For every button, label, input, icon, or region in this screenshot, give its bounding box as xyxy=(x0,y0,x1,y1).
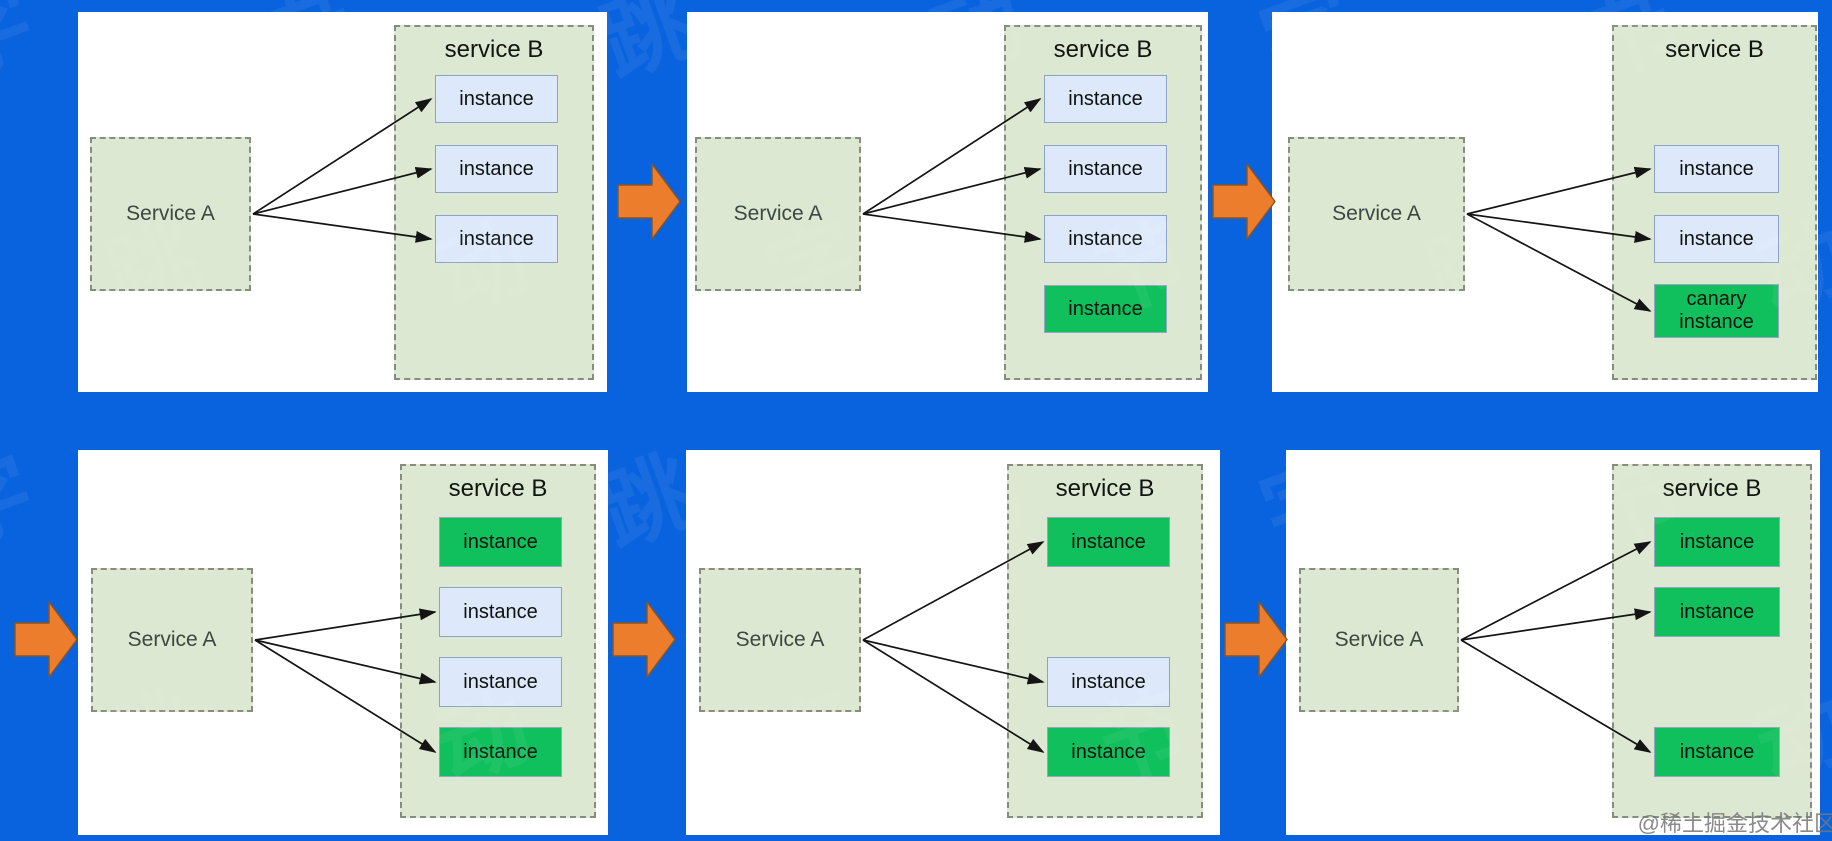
service-a-box: Service A xyxy=(1299,568,1459,712)
service-a-label: Service A xyxy=(733,202,823,225)
instance-label: instance xyxy=(1071,670,1146,693)
panel-step-3: service B Service A instance instance canary… xyxy=(1272,12,1818,392)
service-b-title: service B xyxy=(444,36,544,63)
flow-arrow-icon xyxy=(14,601,78,678)
instance-label: instance xyxy=(463,670,538,693)
instance-label: instance xyxy=(459,227,534,250)
service-b-title: service B xyxy=(1053,36,1153,63)
instance-label: instance xyxy=(1068,87,1143,110)
service-a-box: Service A xyxy=(699,568,861,712)
flow-arrow-icon xyxy=(1224,601,1288,678)
panel-step-4: service B Service A instance instance instan… xyxy=(78,450,608,835)
instance-box-blue: instance xyxy=(435,145,558,193)
service-a-label: Service A xyxy=(735,628,825,651)
service-a-box: Service A xyxy=(1288,137,1465,291)
instance-box-blue: instance xyxy=(1047,657,1170,707)
service-a-box: Service A xyxy=(90,137,251,291)
instance-box-green: instance xyxy=(439,727,562,777)
instance-box-green: instance xyxy=(1047,517,1170,567)
service-a-box: Service A xyxy=(91,568,253,712)
right-arrow-icon xyxy=(1212,163,1276,240)
instance-label: instance xyxy=(1071,740,1146,763)
panel-step-2: service B Service A instance instance instan… xyxy=(687,12,1208,392)
service-a-label: Service A xyxy=(1334,628,1424,651)
service-b-title: service B xyxy=(1662,475,1762,502)
instance-box-blue: instance xyxy=(435,215,558,263)
panel-step-5: service B Service A instance instance instan… xyxy=(686,450,1220,835)
right-arrow-icon xyxy=(612,601,676,678)
flow-arrow-icon xyxy=(617,163,681,240)
instance-label: instance xyxy=(1068,157,1143,180)
instance-label: instance xyxy=(1679,157,1754,180)
service-b-title: service B xyxy=(1665,36,1764,63)
instance-box-green: instance xyxy=(1654,587,1780,637)
instance-box-blue: instance xyxy=(1044,75,1167,123)
instance-box-green: instance xyxy=(1654,727,1780,777)
instance-box-blue: instance xyxy=(439,587,562,637)
instance-label: instance xyxy=(1679,227,1754,250)
instance-box-blue: instance xyxy=(1654,145,1779,193)
instance-label: instance xyxy=(1679,600,1755,623)
instance-label: canary instance xyxy=(1679,288,1754,333)
watermark-glyph: 字 xyxy=(0,0,48,96)
instance-label: instance xyxy=(1071,530,1146,553)
canary-instance-box: canary instance xyxy=(1654,284,1779,338)
service-b-title: service B xyxy=(1055,475,1155,502)
instance-label: instance xyxy=(463,740,538,763)
instance-label: instance xyxy=(463,530,538,553)
right-arrow-icon xyxy=(1224,601,1288,678)
instance-label: instance xyxy=(463,600,538,623)
watermark-glyph: 字 xyxy=(0,441,48,566)
instance-label: instance xyxy=(1679,530,1755,553)
service-a-box: Service A xyxy=(695,137,861,291)
instance-label: instance xyxy=(459,157,534,180)
right-arrow-icon xyxy=(617,163,681,240)
flow-arrow-icon xyxy=(612,601,676,678)
instance-box-blue: instance xyxy=(1044,145,1167,193)
instance-box-green: instance xyxy=(1047,727,1170,777)
instance-box-green: instance xyxy=(439,517,562,567)
panel-step-6: service B Service A instance instance instan… xyxy=(1286,450,1820,835)
instance-label: instance xyxy=(459,87,534,110)
instance-box-green: instance xyxy=(1044,285,1167,333)
instance-box-blue: instance xyxy=(1654,215,1779,263)
instance-box-green: instance xyxy=(1654,517,1780,567)
flow-arrow-icon xyxy=(1212,163,1276,240)
service-a-label: Service A xyxy=(126,202,215,225)
instance-box-blue: instance xyxy=(439,657,562,707)
instance-box-blue: instance xyxy=(1044,215,1167,263)
panel-step-1: service B Service A instance instance instan… xyxy=(78,12,607,392)
service-a-label: Service A xyxy=(1332,202,1421,225)
service-b-title: service B xyxy=(448,475,548,502)
instance-label: instance xyxy=(1679,740,1755,763)
instance-label: instance xyxy=(1068,297,1143,320)
instance-label: instance xyxy=(1068,227,1143,250)
right-arrow-icon xyxy=(14,601,78,678)
service-a-label: Service A xyxy=(127,628,217,651)
instance-box-blue: instance xyxy=(435,75,558,123)
